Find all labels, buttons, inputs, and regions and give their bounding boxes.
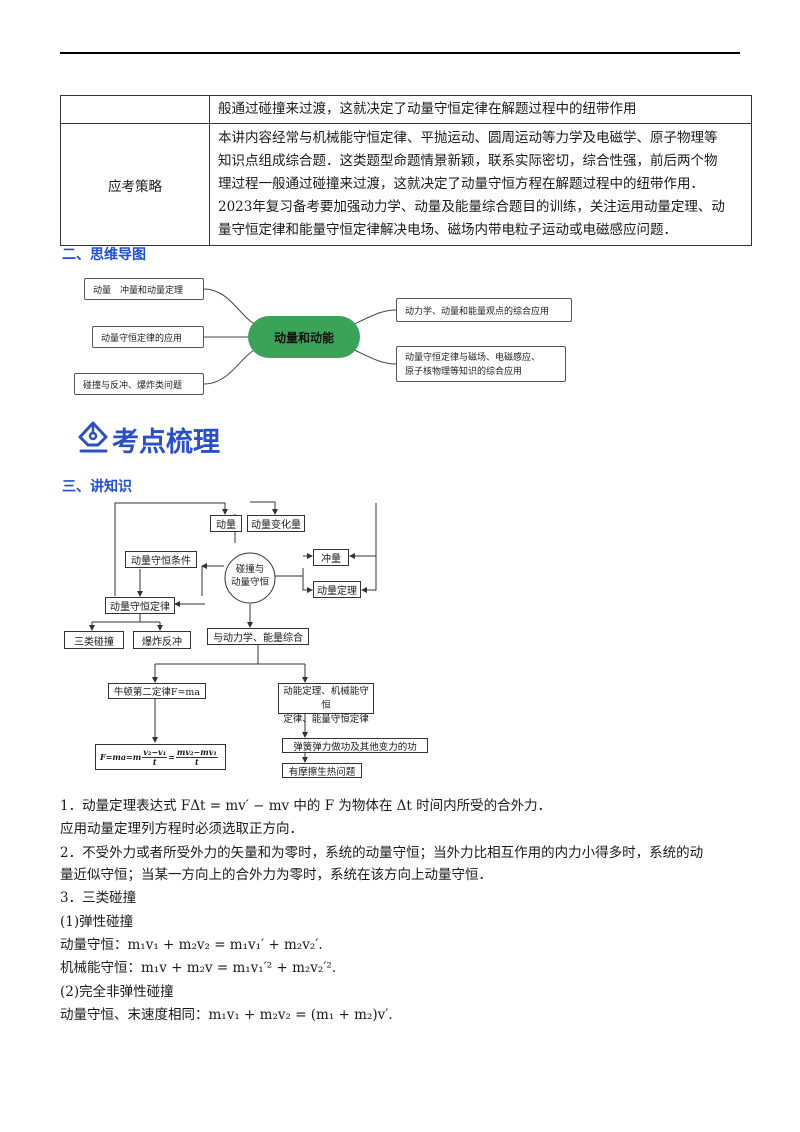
mindmap-node-line: 动量守恒定律与磁场、电磁感应、: [405, 353, 541, 363]
paragraph-conservation-conditions-1: 2．不受外力或者所受外力的矢量和为零时，系统的动量守恒；当外力比相互作用的内力小…: [60, 845, 704, 861]
header-rule: [60, 52, 740, 54]
diagram-node-conservation-law: 动量守恒定律: [105, 597, 175, 614]
formula-momentum-conservation: 动量守恒：m₁v₁ + m₂v₂ = m₁v₁′ + m₂v₂′.: [60, 937, 323, 953]
paragraph-three-collisions: 3．三类碰撞: [60, 890, 137, 906]
formula-fraction: v₂−v₁ t: [142, 746, 168, 767]
mindmap-node-dynamics-combined: 动力学、动量和能量观点的综合应用: [396, 298, 572, 322]
diagram-node-momentum-change: 动量变化量: [247, 515, 305, 532]
diagram-node-line: 动能定理、机械能守恒: [283, 686, 369, 711]
diagram-node-spring-work: 弹簧弹力做功及其他变力的功: [282, 738, 428, 753]
formula-text: F=ma=m: [100, 752, 142, 762]
table-line: 量守恒定律和能量守恒定律解决电场、磁场内带电粒子运动或电磁感应问题．: [218, 222, 677, 238]
diagram-center-line: 动量守恒: [230, 577, 269, 588]
diagram-node-explosion-recoil: 爆炸反冲: [133, 631, 191, 649]
mindmap-center: 动量和动能: [248, 316, 360, 358]
formula-fraction: mv₂−mv₁ t: [175, 746, 218, 767]
diagram-node-conservation-condition: 动量守恒条件: [125, 551, 197, 568]
diagram-center-line: 碰撞与: [235, 564, 265, 575]
formula-mechanical-energy: 机械能守恒：m₁v + m₂v = m₁v₁′² + m₂v₂′².: [60, 960, 337, 976]
diagram-node-momentum-formula: F=ma=m v₂−v₁ t = mv₂−mv₁ t: [95, 744, 226, 770]
formula-denominator: t: [195, 756, 199, 767]
diagram-node-line: 定律、能量守恒定律: [283, 714, 369, 725]
diagram-center-label: 碰撞与 动量守恒: [226, 563, 274, 589]
paragraph-conservation-conditions-2: 量近似守恒；当某一方向上的合外力为零时，系统在该方向上动量守恒．: [60, 867, 492, 883]
diagram-node-momentum-theorem: 动量定理: [313, 581, 361, 598]
mindmap-node-conservation-application: 动量守恒定律的应用: [92, 326, 204, 348]
mindmap-node-momentum-impulse: 动量 冲量和动量定理: [84, 278, 204, 300]
table-line: 知识点组成综合题．这类题型命题情景新颖，联系实际密切，综合性强，前后两个物: [218, 153, 718, 169]
paragraph-inelastic-collision: (2)完全非弹性碰撞: [60, 984, 174, 1000]
mindmap-node-line: 原子核物理等知识的综合应用: [405, 367, 523, 377]
paragraph-elastic-collision: (1)弹性碰撞: [60, 914, 134, 930]
diagram-center-circle: [224, 552, 276, 604]
table-row2-text: 本讲内容经常与机械能守恒定律、平抛运动、圆周运动等力学及电磁学、原子物理等 知识…: [209, 123, 752, 246]
formula-numerator: mv₂−mv₁: [175, 746, 218, 758]
mindmap-node-electromagnetism-combined: 动量守恒定律与磁场、电磁感应、 原子核物理等知识的综合应用: [396, 346, 566, 382]
formula-inelastic-momentum: 动量守恒、末速度相同：m₁v₁ + m₂v₂ = (m₁ + m₂)v′.: [60, 1007, 393, 1023]
paragraph-positive-direction: 应用动量定理列方程时必须选取正方向．: [60, 821, 303, 837]
formula-denominator: t: [152, 756, 157, 767]
strategy-table: 般通过碰撞来过渡，这就决定了动量守恒定律在解题过程中的纽带作用 应考策略 本讲内…: [60, 95, 752, 246]
table-line: 2023年复习备考要加强动力学、动量及能量综合题目的训练，关注运用动量定理、动: [218, 199, 725, 215]
formula-numerator: v₂−v₁: [142, 746, 168, 758]
mindmap-node-collision-recoil: 碰撞与反冲、爆炸类问题: [74, 373, 204, 395]
diagram-node-friction-heat: 有摩擦生热问题: [282, 763, 362, 778]
diagram-node-energy-theorems: 动能定理、机械能守恒 定律、能量守恒定律: [278, 683, 374, 725]
diagram-node-three-collisions: 三类碰撞: [64, 631, 124, 649]
banner-title: 考点梳理: [112, 427, 220, 458]
diagram-node-newton-second-law: 牛顿第二定律F=ma: [108, 683, 206, 699]
section-heading-mindmap: 二、思维导图: [62, 247, 146, 263]
section-heading-knowledge: 三、讲知识: [62, 479, 132, 495]
paragraph-momentum-theorem: 1．动量定理表达式 FΔt = mv′ − mv 中的 F 为物体在 Δt 时间…: [60, 798, 552, 814]
table-line: 理过程一般通过碰撞来过渡，这就决定了动量守恒方程在解题过程中的纽带作用．: [218, 176, 704, 192]
pen-nib-icon: [78, 421, 108, 453]
knowledge-diagram-lines: [89, 501, 377, 763]
table-line: 本讲内容经常与机械能守恒定律、平抛运动、圆周运动等力学及电磁学、原子物理等: [218, 130, 718, 146]
formula-text: =: [168, 752, 175, 762]
diagram-node-momentum: 动量: [210, 515, 242, 532]
diagram-node-dynamics-energy: 与动力学、能量综合: [207, 628, 309, 645]
diagram-node-impulse: 冲量: [313, 549, 349, 566]
